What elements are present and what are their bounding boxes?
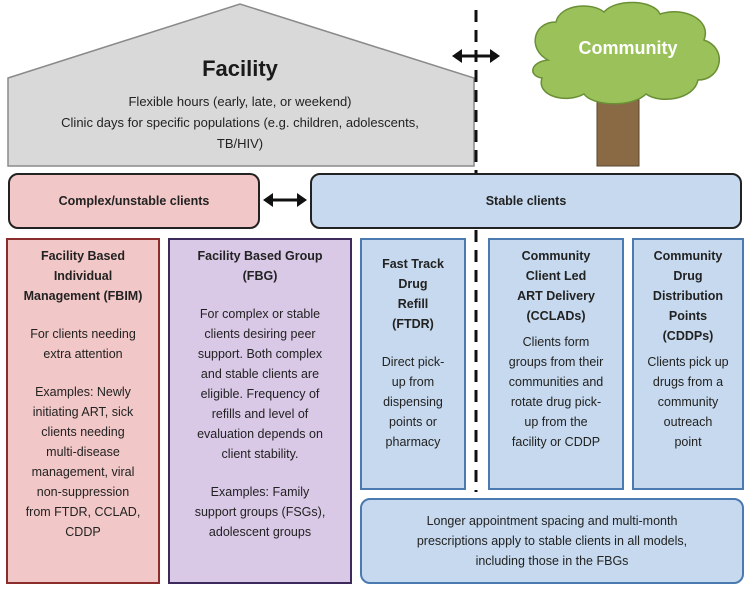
facility-line-1: Flexible hours (early, late, or weekend)	[128, 94, 352, 109]
cclads-body-3: communities and	[508, 375, 604, 389]
cclads-title-2: Client Led	[525, 269, 587, 283]
ftdr-title-3: Refill	[397, 297, 429, 311]
cclads-body-1: Clients form	[522, 335, 590, 349]
ftdr-title-1: Fast Track	[382, 257, 444, 271]
model-cclads: Community Client Led ART Delivery (CCLAD…	[488, 238, 624, 490]
cclads-title-1: Community	[521, 249, 591, 263]
ftdr-body-5: pharmacy	[385, 435, 441, 449]
ftdr-title-2: Drug	[398, 277, 428, 291]
fbg-example-3: adolescent groups	[208, 525, 312, 539]
tree-trunk	[596, 99, 640, 167]
cclads-title-4: (CCLADs)	[526, 309, 586, 323]
fbim-example-7: from FTDR, CCLAD,	[25, 505, 141, 519]
cclads-body-5: up from the	[524, 415, 588, 429]
fbg-title-2: (FBG)	[242, 269, 278, 283]
fbg-body-8: client stability.	[221, 447, 299, 461]
cddps-title-5: (CDDPs)	[662, 329, 714, 343]
cddps-title-1: Community	[653, 249, 723, 263]
fbg-body-7: evaluation depends on	[197, 427, 323, 441]
double-arrow-icon	[452, 49, 500, 63]
fbim-body-2: extra attention	[43, 347, 123, 361]
tree-canopy	[532, 1, 720, 105]
cddps-body-5: point	[674, 435, 702, 449]
cddps-body-1: Clients pick up	[647, 355, 729, 369]
category-double-arrow-icon	[263, 193, 307, 207]
ftdr-body-2: up from	[391, 375, 435, 389]
fbim-example-6: non-suppression	[36, 485, 130, 499]
fbg-example-1: Examples: Family	[210, 485, 310, 499]
cclads-title-3: ART Delivery	[517, 289, 595, 303]
cddps-title-2: Drug	[673, 269, 703, 283]
fbg-body-5: eligible. Frequency of	[200, 387, 320, 401]
fbg-title-1: Facility Based Group	[197, 249, 323, 263]
ftdr-body-3: dispensing	[383, 395, 443, 409]
cclads-body-6: facility or CDDP	[511, 435, 601, 449]
cclads-body-2: groups from their	[508, 355, 604, 369]
fbg-body-4: and stable clients are	[200, 367, 320, 381]
fbg-body-1: For complex or stable	[199, 307, 321, 321]
model-ftdr: Fast Track Drug Refill (FTDR) Direct pic…	[360, 238, 466, 490]
facility-title: Facility	[202, 56, 278, 81]
cddps-title-3: Distribution	[652, 289, 724, 303]
fbim-title-1: Facility Based	[40, 249, 126, 263]
model-fbim: Facility Based Individual Management (FB…	[6, 238, 160, 584]
complex-clients-header: Complex/unstable clients	[8, 173, 260, 229]
cclads-body-4: rotate drug pick-	[510, 395, 602, 409]
fbim-example-8: CDDP	[65, 525, 101, 539]
fbg-body-3: support. Both complex	[197, 347, 323, 361]
stable-clients-footer-note: Longer appointment spacing and multi-mon…	[360, 498, 744, 584]
facility-line-3: TB/HIV)	[216, 136, 264, 151]
footer-line-1: Longer appointment spacing and multi-mon…	[426, 514, 678, 528]
model-fbg: Facility Based Group (FBG) For complex o…	[168, 238, 352, 584]
ftdr-body-4: points or	[389, 415, 437, 429]
cddps-body-2: drugs from a	[652, 375, 724, 389]
model-cddps: Community Drug Distribution Points (CDDP…	[632, 238, 744, 490]
ftdr-body-1: Direct pick-	[381, 355, 445, 369]
stable-clients-header: Stable clients	[310, 173, 742, 229]
facility-line-2: Clinic days for specific populations (e.…	[61, 115, 419, 130]
footer-line-2: prescriptions apply to stable clients in…	[416, 534, 688, 548]
fbg-body-2: clients desiring peer	[204, 327, 316, 341]
fbg-body-6: refills and level of	[211, 407, 309, 421]
cddps-title-4: Points	[668, 309, 708, 323]
facility-house-shape	[7, 3, 475, 167]
cddps-body-4: outreach	[663, 415, 713, 429]
ftdr-title-4: (FTDR)	[392, 317, 434, 331]
fbim-example-5: management, viral	[31, 465, 135, 479]
cddps-body-3: community	[657, 395, 719, 409]
tree-icon	[532, 1, 720, 167]
fbg-example-2: support groups (FSGs),	[194, 505, 326, 519]
fbim-title-2: Individual	[53, 269, 113, 283]
fbim-title-3: Management (FBIM)	[23, 289, 143, 303]
community-title: Community	[578, 38, 678, 58]
fbim-example-4: multi-disease	[46, 445, 120, 459]
fbim-example-3: clients needing	[41, 425, 125, 439]
fbim-example-1: Examples: Newly	[35, 385, 131, 399]
fbim-example-2: initiating ART, sick	[32, 405, 134, 419]
footer-line-3: including those in the FBGs	[475, 554, 629, 568]
fbim-body-1: For clients needing	[30, 327, 136, 341]
